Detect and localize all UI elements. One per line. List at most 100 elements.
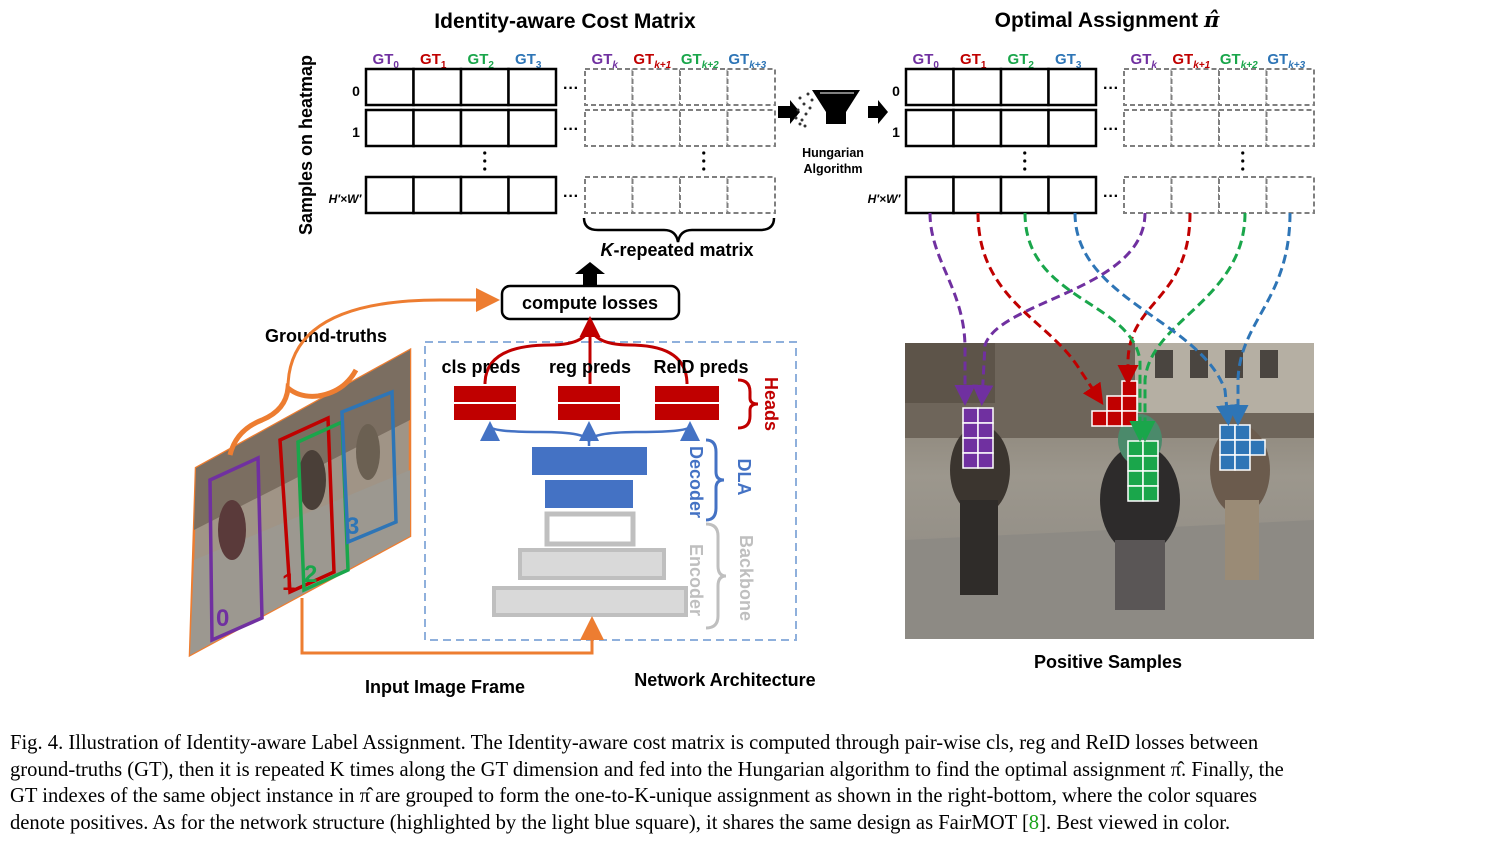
assign-repeated-cell: [1170, 176, 1220, 214]
funnel-dot: [794, 116, 798, 120]
cost-repeated-cell: [584, 176, 634, 214]
assign-header-gt-1: GT1: [960, 51, 987, 71]
assignment-curve-1: [972, 212, 1147, 406]
positive-grid-green: [1142, 470, 1159, 487]
assign-vdot: [1023, 159, 1027, 163]
assign-cell: [1047, 175, 1098, 215]
funnel-dot: [796, 108, 800, 112]
funnel-dot: [806, 92, 810, 96]
gt-box-2: [296, 419, 350, 593]
positive-grid-purple: [977, 437, 994, 454]
cost-cell: [507, 67, 558, 107]
assign-vdot: [1241, 167, 1245, 171]
positive-grid-purple: [977, 422, 994, 439]
positive-sample-grids: [962, 380, 1266, 502]
cost-cell: [364, 67, 415, 107]
assign-repeated-cell: [1218, 109, 1268, 147]
row-label-1-right: 1: [892, 124, 900, 140]
decoder-block-bottom: [545, 480, 633, 508]
cls-preds-label: cls preds: [441, 357, 520, 377]
frame-to-backbone-arrow: [300, 598, 604, 655]
row-label-hw-right: H′×W′: [868, 192, 902, 206]
cost-cell: [412, 67, 463, 107]
cost-cell: [412, 108, 463, 148]
assign-ellipsis: ···: [1103, 121, 1119, 138]
assign-cell: [999, 67, 1050, 107]
assign-cell: [999, 108, 1050, 148]
caption-citation[interactable]: 8: [1028, 811, 1040, 834]
positive-grid-red: [1106, 410, 1123, 427]
positive-grid-blue: [1219, 439, 1236, 456]
positive-grid-blue: [1234, 454, 1251, 471]
positive-grid-green: [1127, 440, 1144, 457]
assign-repeated-cell: [1218, 68, 1268, 106]
assign-header-gt-2: GT2: [1008, 51, 1035, 71]
cost-cell: [507, 108, 558, 148]
cost-header-gt-2: GT2: [468, 51, 495, 71]
assign-header-gt-3: GT3: [1055, 51, 1082, 71]
cost-repeated-cell: [679, 109, 729, 147]
gt-to-losses-arrow: [286, 288, 500, 389]
assign-header-k-3: GTk+3: [1267, 51, 1305, 71]
cost-repeated-cell: [631, 176, 681, 214]
hungarian-label-line2: Algorithm: [803, 162, 862, 176]
assignment-grid: ·········: [904, 67, 1315, 215]
assign-repeated-cell: [1123, 109, 1173, 147]
cost-header-k-1: GTk+1: [633, 51, 671, 71]
k-repeated-text: -repeated matrix: [613, 240, 753, 260]
assign-repeated-cell: [1265, 68, 1315, 106]
assign-vdot: [1241, 151, 1245, 155]
assign-repeated-cell: [1265, 176, 1315, 214]
cost-ellipsis: ···: [563, 188, 579, 205]
cost-cell: [459, 108, 510, 148]
k-symbol: K: [600, 240, 615, 260]
assign-cell: [1047, 108, 1098, 148]
decoder-to-head-arrows: [480, 421, 700, 446]
decoder-label: Decoder: [686, 446, 706, 518]
assign-vdot: [1023, 167, 1027, 171]
gt-box-id-2: 2: [304, 561, 317, 588]
cost-header-gt-1: GT1: [420, 51, 447, 71]
encoder-block-2: [518, 548, 666, 580]
cost-vdot: [483, 151, 487, 155]
cost-repeated-cell: [679, 68, 729, 106]
assign-cell: [952, 67, 1003, 107]
cost-repeated-cell: [726, 176, 776, 214]
assign-cell: [904, 175, 955, 215]
input-image-frame-label: Input Image Frame: [365, 677, 525, 697]
dla-brace: [705, 438, 725, 522]
cost-header-k-2: GTk+2: [681, 51, 719, 71]
assignment-curve-7: [1227, 212, 1292, 426]
positive-grid-red: [1121, 380, 1138, 397]
network-architecture-label: Network Architecture: [634, 670, 815, 690]
assign-header-gt-0: GT0: [913, 51, 940, 71]
gt-box-1: [278, 415, 336, 595]
positive-grid-blue: [1234, 424, 1251, 441]
cost-header-k-0: GTk: [592, 51, 619, 71]
cost-repeated-cell: [584, 109, 634, 147]
encoder-block-1: [544, 511, 636, 547]
assignment-curve-2: [976, 212, 1104, 405]
k-repeated-brace: [582, 217, 776, 243]
funnel-dot: [804, 112, 808, 116]
positive-grid-red: [1091, 410, 1108, 427]
heads-brace: [737, 378, 759, 430]
cost-vdot: [702, 159, 706, 163]
assign-ellipsis: ···: [1103, 188, 1119, 205]
positive-grid-green: [1127, 470, 1144, 487]
assign-repeated-cell: [1265, 109, 1315, 147]
gt-box-0: [208, 455, 264, 643]
gt-box-id-3: 3: [346, 513, 359, 540]
assign-cell: [952, 108, 1003, 148]
caption-line-1: Fig. 4. Illustration of Identity-aware L…: [10, 732, 1259, 754]
y-axis-label: Samples on heatmap: [296, 55, 316, 235]
cost-cell: [459, 67, 510, 107]
funnel-dot: [798, 122, 802, 126]
funnel-dot: [808, 106, 812, 110]
dla-label: DLA: [734, 459, 754, 496]
assignment-title: Optimal Assignment π̂: [995, 7, 1220, 32]
row-label-0-right: 0: [892, 83, 900, 99]
cost-cell: [459, 175, 510, 215]
